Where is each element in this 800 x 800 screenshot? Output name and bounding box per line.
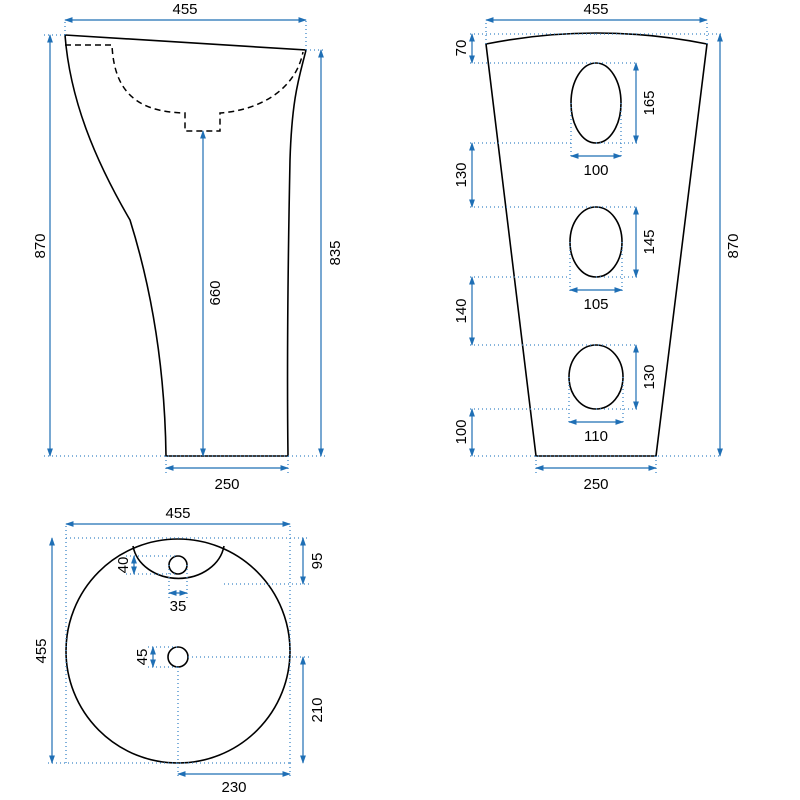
top-view-drain-hole — [167, 646, 189, 668]
front-hole1-height-label: 165 — [641, 90, 658, 115]
front-hole-3 — [568, 344, 624, 410]
side-drain-height-label: 660 — [207, 280, 224, 305]
front-hole-1 — [570, 62, 622, 144]
side-total-height-label: 870 — [32, 233, 49, 258]
front-view: 455 70 165 100 130 145 105 140 130 110 1… — [453, 1, 742, 493]
front-top-offset-label: 70 — [453, 40, 470, 57]
top-drain-dia-label: 45 — [134, 649, 151, 666]
top-view-outline — [65, 538, 291, 764]
top-view-tap-area — [132, 545, 225, 580]
front-hole2-width-label: 105 — [583, 296, 608, 313]
front-total-height-label: 870 — [725, 233, 742, 258]
top-drain-from-right-label: 230 — [221, 779, 246, 796]
side-top-width-label: 455 — [172, 1, 197, 18]
front-base-width-label: 250 — [583, 476, 608, 493]
top-drain-from-bottom-label: 210 — [309, 697, 326, 722]
front-top-width-label: 455 — [583, 1, 608, 18]
top-view: 455 455 95 40 35 45 210 230 — [33, 505, 326, 796]
top-width-label: 455 — [165, 505, 190, 522]
front-hole2-height-label: 145 — [641, 229, 658, 254]
front-gap1-label: 130 — [453, 162, 470, 187]
top-tap-area-depth-label: 95 — [309, 553, 326, 570]
side-basin-height-label: 835 — [327, 240, 344, 265]
top-view-tap-hole — [168, 555, 188, 575]
side-view-basin-hidden — [65, 44, 304, 132]
front-hole3-width-label: 110 — [584, 428, 608, 445]
front-bottom-offset-label: 100 — [453, 419, 470, 444]
top-tap-hole-offset-label: 35 — [170, 598, 187, 615]
side-view: 455 870 835 660 250 — [32, 1, 344, 493]
front-hole-2 — [569, 206, 623, 278]
top-height-label: 455 — [33, 638, 50, 663]
front-view-outline — [485, 32, 708, 457]
front-hole3-height-label: 130 — [641, 364, 658, 389]
front-hole1-width-label: 100 — [583, 162, 608, 179]
top-tap-hole-dia-label: 40 — [115, 557, 132, 574]
side-base-width-label: 250 — [214, 476, 239, 493]
front-gap2-label: 140 — [453, 298, 470, 323]
